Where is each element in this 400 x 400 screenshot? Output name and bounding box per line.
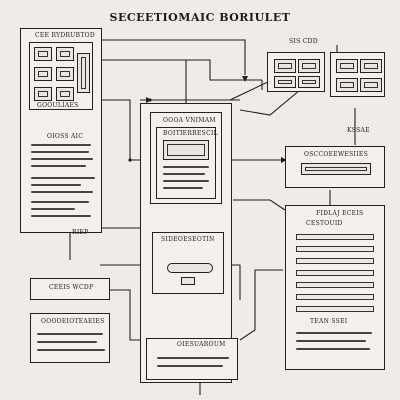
- center-top-header: BOITIERRESCIL: [163, 130, 218, 137]
- center-top-inner: BOITIERRESCIL: [156, 127, 218, 199]
- text-line: [31, 208, 75, 210]
- right-grid-panel: FIDLAJ ECEIS CESTOUID TEAN SSEI: [285, 205, 385, 370]
- tile: [56, 87, 74, 101]
- text-line: [31, 177, 95, 179]
- text-line: [163, 180, 209, 182]
- text-line: [31, 184, 81, 186]
- right-grid-footer: TEAN SSEI: [310, 318, 348, 325]
- table-row: [296, 270, 374, 276]
- tile: [274, 59, 296, 73]
- text-line: [296, 340, 366, 342]
- tile: [34, 67, 52, 81]
- tile: [274, 76, 296, 88]
- left-panel-label: CEE RYDRUBTOD: [35, 32, 95, 39]
- tile: [298, 59, 320, 73]
- center-mid-panel: SIDEOESEOTIN: [152, 232, 224, 294]
- text-line: [37, 349, 105, 351]
- text-line: [31, 158, 93, 160]
- right-top-label: SIS CDD: [289, 38, 318, 45]
- table-row: [296, 246, 374, 252]
- text-line: [157, 365, 223, 367]
- left-panel: CEE RYDRUBTOD GOOULIAES OIOSS AIC: [20, 28, 102, 233]
- left-panel-sub-label: OIOSS AIC: [47, 133, 84, 140]
- text-line: [296, 348, 370, 350]
- tile: [56, 67, 74, 81]
- left-lower-panel: CEEIS WCDP: [30, 278, 110, 300]
- left-lower-caption: OOOOEIOTEAEIES: [41, 318, 105, 325]
- left-lower-list: OOOOEIOTEAEIES: [30, 313, 110, 363]
- left-lower-label: CEEIS WCDP: [49, 284, 94, 291]
- table-row: [296, 282, 374, 288]
- text-line: [37, 333, 103, 335]
- tile: [360, 78, 382, 92]
- left-panel-caption: GOOULIAES: [37, 102, 79, 109]
- switch-element: [167, 263, 213, 273]
- text-line: [31, 201, 89, 203]
- right-mid-panel: OSCCOEEWESIIES: [285, 146, 385, 188]
- display-bar: [301, 163, 371, 175]
- right-top-panel-a: [267, 52, 325, 92]
- text-line: [157, 357, 229, 359]
- center-bottom-label: OIESUAROUM: [177, 341, 226, 348]
- text-line: [37, 341, 97, 343]
- text-line: [31, 215, 91, 217]
- text-line: [31, 144, 91, 146]
- text-line: [163, 173, 205, 175]
- right-side-label: KSSAE: [347, 127, 370, 134]
- text-line: [31, 191, 93, 193]
- text-line: [31, 165, 86, 167]
- tile: [336, 59, 358, 73]
- tile: [56, 47, 74, 61]
- page-title: SECEETIOMAIC BORIULET: [109, 11, 291, 24]
- left-panel-tiles: [29, 42, 93, 110]
- table-row: [296, 258, 374, 264]
- table-row: [296, 234, 374, 240]
- text-line: [296, 332, 372, 334]
- table-row: [296, 306, 374, 312]
- right-mid2-label: CESTOUID: [306, 220, 343, 227]
- table-row: [296, 294, 374, 300]
- right-top-panel-b: [330, 52, 385, 97]
- chart-area: [163, 140, 209, 160]
- tile: [360, 59, 382, 73]
- center-top-label: OOOA VNIMAM: [163, 117, 216, 124]
- text-line: [163, 166, 209, 168]
- center-mid-label: SIDEOESEOTIN: [161, 236, 215, 243]
- center-top-panel: OOOA VNIMAM BOITIERRESCIL: [150, 112, 222, 204]
- tile: [336, 78, 358, 92]
- center-bottom-panel: OIESUAROUM: [146, 338, 238, 380]
- tile: [77, 53, 90, 93]
- left-connector-label: RIEP: [72, 229, 89, 236]
- tile: [34, 87, 52, 101]
- right-mid-label: OSCCOEEWESIIES: [304, 151, 368, 158]
- control-knob: [181, 277, 195, 285]
- tile: [298, 76, 320, 88]
- text-line: [31, 151, 89, 153]
- text-line: [163, 187, 203, 189]
- tile: [34, 47, 52, 61]
- right-grid-label: FIDLAJ ECEIS: [316, 210, 364, 217]
